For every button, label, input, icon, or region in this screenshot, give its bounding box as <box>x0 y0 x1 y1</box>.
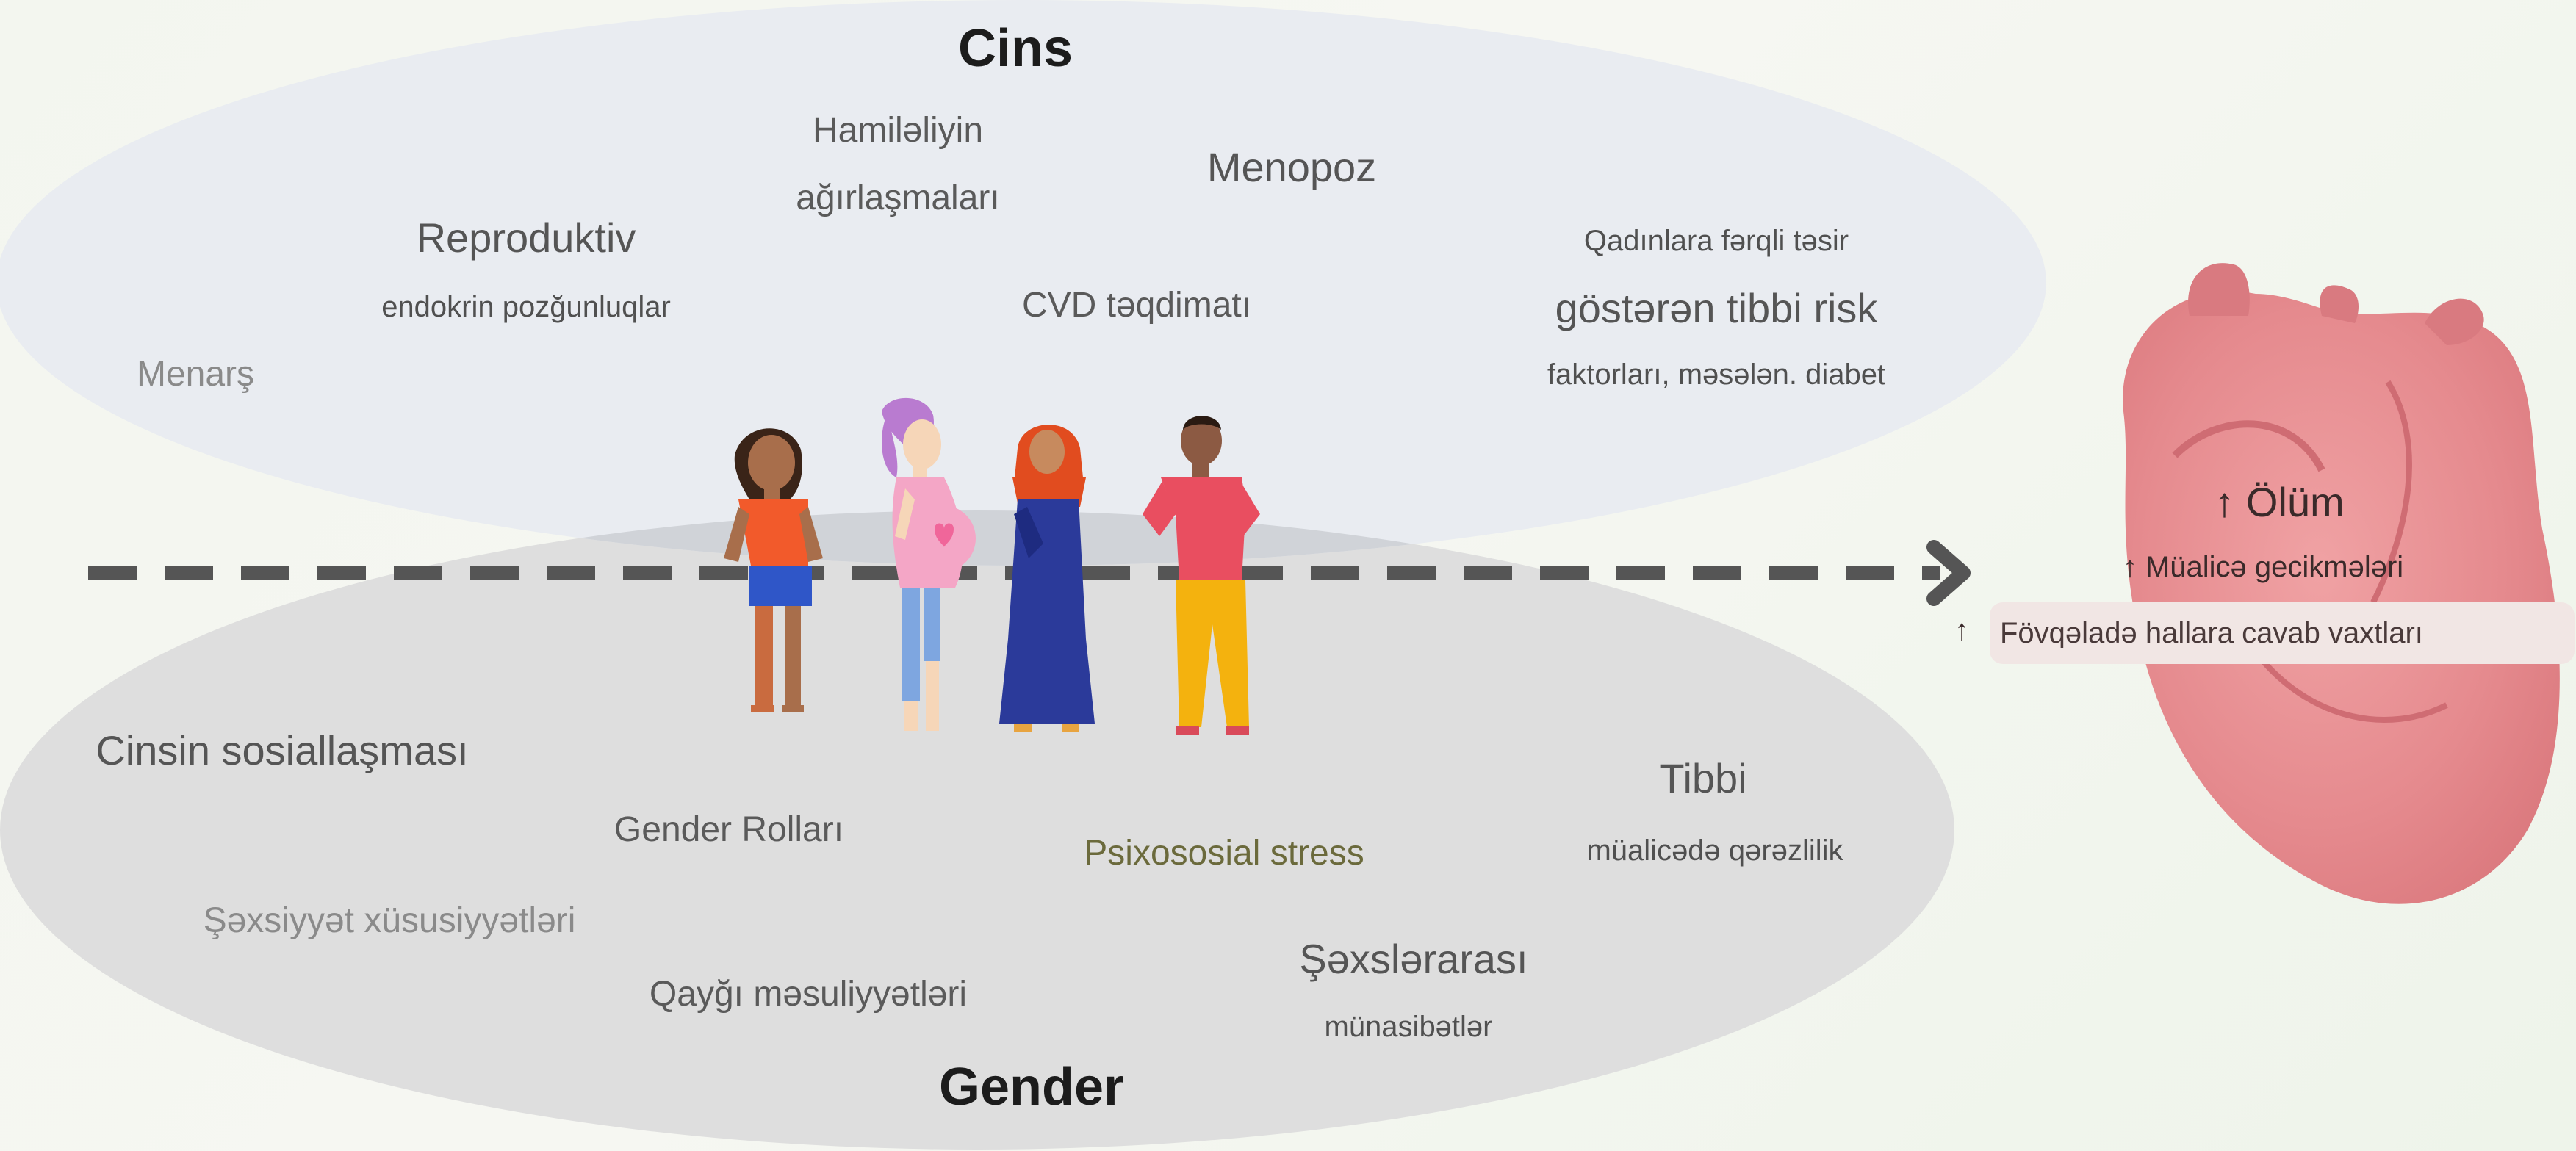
timeline-arrow-head <box>1926 540 1971 606</box>
heart-icon <box>2123 263 2560 904</box>
reproductive-label-line1: Reproduktiv <box>416 214 636 261</box>
woman-red-top-figure-icon <box>1143 416 1260 735</box>
gender-roles-label: Gender Rolları <box>614 810 844 849</box>
risk-label-line1: Qadınlara fərqli təsir <box>1583 225 1849 257</box>
interpersonal-label-line2: münasibətlər <box>1324 1011 1493 1043</box>
menarche-label: Menarş <box>136 355 255 394</box>
death-outcome-label: ↑ Ölüm <box>2214 479 2345 525</box>
medical-label-line1: Tibbi <box>1659 755 1747 801</box>
cvd-label: CVD təqdimatı <box>1021 286 1252 325</box>
girl-figure-icon <box>724 428 823 712</box>
personality-label: Şəxsiyyət xüsusiyyətləri <box>203 901 576 940</box>
sex-title: Cins <box>957 19 1073 78</box>
risk-label-line2: göstərən tibbi risk <box>1555 285 1878 331</box>
emergency-arrow-label: ↑ <box>1954 614 1969 646</box>
interpersonal-label-line1: Şəxslərarası <box>1299 936 1528 982</box>
pregnancy-label-line1: Hamiləliyin <box>812 111 984 150</box>
gender-title: Gender <box>938 1058 1125 1116</box>
gender-ellipse <box>0 510 1954 1150</box>
hijab-woman-figure-icon <box>999 425 1095 732</box>
menopause-label: Menopoz <box>1206 144 1377 190</box>
caregiving-label: Qayğı məsuliyyətləri <box>649 975 968 1014</box>
socialization-label: Cinsin sosiallaşması <box>96 727 469 773</box>
emergency-response-pill <box>1990 602 2575 664</box>
treatment-delays-label: ↑ Müalicə gecikmələri <box>2122 551 2404 583</box>
pregnant-woman-figure-icon <box>882 397 976 731</box>
stress-label: Psixososial stress <box>1084 834 1364 873</box>
medical-label-line2: müalicədə qərəzlilik <box>1586 834 1843 867</box>
risk-label-line3: faktorları, məsələn. diabet <box>1547 358 1886 391</box>
pregnancy-label-line2: ağırlaşmaları <box>796 178 1000 217</box>
reproductive-label-line2: endokrin pozğunluqlar <box>381 291 671 323</box>
sex-ellipse <box>0 0 2046 566</box>
emergency-response-label: Fövqəladə hallara cavab vaxtları <box>2000 618 2423 648</box>
